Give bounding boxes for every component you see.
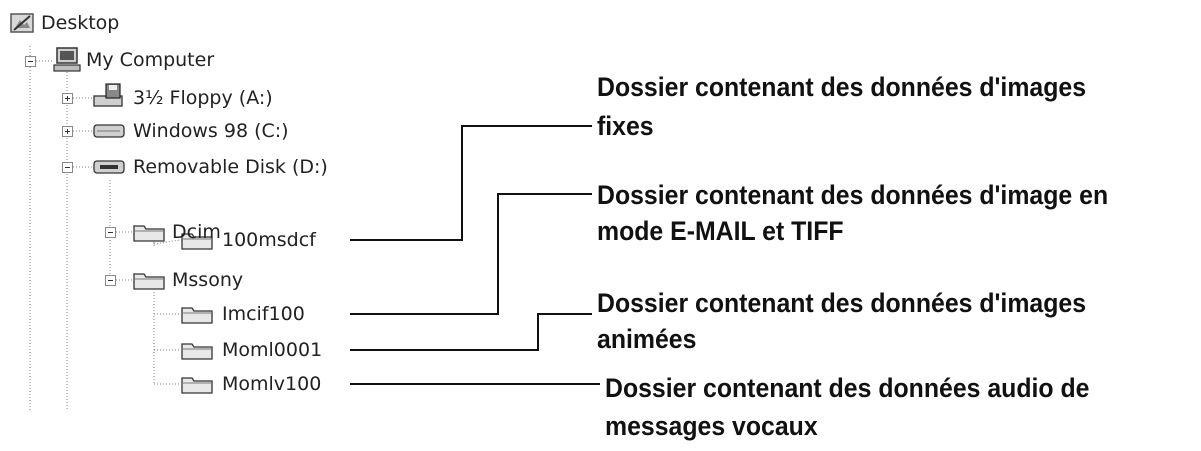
my-computer-collapse-button[interactable] bbox=[25, 56, 36, 67]
tree-item-removable-disk[interactable]: Removable Disk (D:) bbox=[133, 156, 328, 178]
tree-item-desktop[interactable]: Desktop bbox=[41, 12, 120, 34]
tree-item-floppy[interactable]: 3½ Floppy (A:) bbox=[133, 87, 273, 109]
callout-email-tiff-line2: mode E-MAIL et TIFF bbox=[597, 216, 844, 246]
folder-icon bbox=[181, 377, 213, 394]
folder-icon bbox=[133, 273, 165, 290]
callout-movies-line2: animées bbox=[597, 324, 697, 354]
tree-item-momlv100[interactable]: Momlv100 bbox=[222, 373, 322, 395]
tree-item-moml0001[interactable]: Moml0001 bbox=[222, 339, 323, 361]
tree-item-dcim[interactable]: Dcim bbox=[172, 221, 221, 243]
callout-audio-line1: Dossier contenant des données audio de bbox=[605, 373, 1090, 403]
mssony-collapse-button[interactable] bbox=[105, 275, 116, 286]
windows-expand-button[interactable] bbox=[62, 126, 73, 137]
callout-movies-line1: Dossier contenant des données d'images bbox=[597, 288, 1087, 318]
removable-disk-icon bbox=[93, 160, 125, 174]
tree-item-my-computer[interactable]: My Computer bbox=[86, 49, 215, 71]
computer-icon bbox=[53, 47, 81, 72]
tree-item-100msdcf[interactable]: 100msdcf bbox=[222, 229, 316, 251]
folder-icon bbox=[181, 307, 213, 324]
removable-collapse-button[interactable] bbox=[62, 162, 73, 173]
floppy-drive-icon bbox=[93, 83, 123, 107]
tree-item-mssony[interactable]: Mssony bbox=[172, 269, 244, 291]
folder-icon bbox=[133, 225, 165, 242]
desktop-icon bbox=[10, 13, 34, 33]
tree-item-windows[interactable]: Windows 98 (C:) bbox=[133, 120, 289, 142]
dcim-collapse-button[interactable] bbox=[105, 227, 116, 238]
callout-audio-line2: messages vocaux bbox=[605, 411, 818, 441]
hard-disk-icon bbox=[93, 124, 125, 138]
tree-item-imcif100[interactable]: Imcif100 bbox=[222, 303, 305, 325]
callout-email-tiff-line1: Dossier contenant des données d'image en bbox=[597, 180, 1109, 210]
folder-icon bbox=[181, 343, 213, 360]
floppy-expand-button[interactable] bbox=[62, 93, 73, 104]
callout-still-images-line1: Dossier contenant des données d'images bbox=[597, 72, 1087, 102]
folder-icon bbox=[181, 233, 213, 250]
callout-still-images-line2: fixes bbox=[597, 111, 654, 141]
callout-leaders bbox=[350, 125, 600, 385]
